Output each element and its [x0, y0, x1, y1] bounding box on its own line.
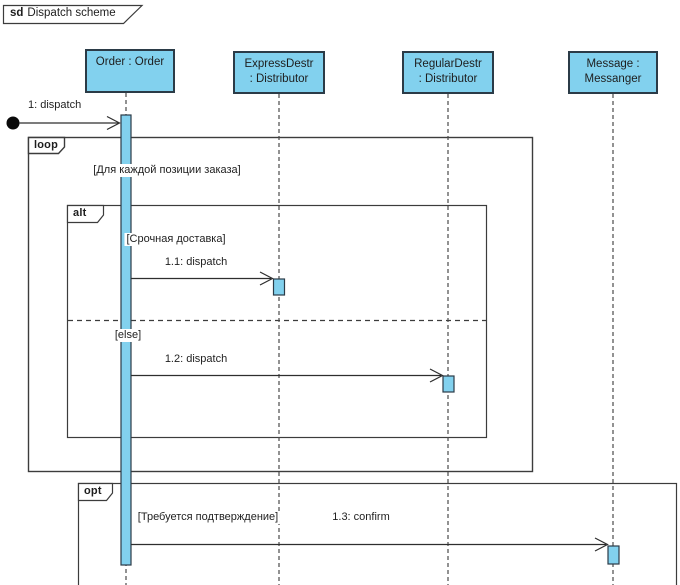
- message-1-dispatch[interactable]: [6, 115, 121, 131]
- message-1-1-dispatch[interactable]: [131, 271, 274, 286]
- loop-operator-pentagon: [27, 136, 66, 155]
- loop-operator-label: loop: [34, 139, 59, 151]
- loop-guard-label: [Для каждой позиции заказа]: [91, 164, 243, 177]
- lifeline-label: Messanger: [584, 73, 642, 85]
- activation-expressdestr[interactable]: [272, 278, 286, 296]
- lifeline-label: RegularDestr: [414, 58, 482, 70]
- lifeline-head-expressdestr[interactable]: ExpressDestr : Distributor: [233, 51, 325, 94]
- message-1-label: 1: dispatch: [28, 99, 82, 111]
- open-arrowhead-icon: [429, 368, 444, 383]
- frame-keyword: sd: [10, 7, 24, 19]
- lifeline-head-message[interactable]: Message : Messanger: [568, 51, 658, 94]
- opt-guard-label: [Требуется подтверждение]: [135, 511, 281, 524]
- alt-guard-if-label: [Срочная доставка]: [124, 233, 228, 246]
- lifeline-head-order[interactable]: Order : Order: [85, 49, 175, 93]
- alt-operator-label: alt: [73, 207, 87, 219]
- message-1-2-label: 1.2: dispatch: [164, 353, 228, 365]
- activation-regulardestr[interactable]: [442, 375, 455, 393]
- loop-fragment-frame[interactable]: [27, 136, 534, 473]
- alt-fragment-frame[interactable]: [66, 204, 488, 439]
- open-arrowhead-icon: [106, 115, 121, 131]
- found-message-endpoint: [6, 116, 20, 130]
- alt-guard-else-label: [else]: [112, 329, 144, 342]
- opt-fragment-frame[interactable]: [77, 482, 678, 585]
- lifeline-label: Message :: [586, 58, 640, 70]
- message-1-3-confirm[interactable]: [131, 537, 609, 552]
- frame-title-pentagon: [2, 4, 144, 25]
- lifeline-label: : Distributor: [418, 73, 478, 85]
- message-1-2-dispatch[interactable]: [131, 368, 444, 383]
- opt-operator-pentagon: [77, 482, 114, 502]
- lifeline-label: ExpressDestr: [244, 58, 314, 70]
- alt-operator-pentagon: [66, 204, 105, 224]
- open-arrowhead-icon: [259, 271, 274, 286]
- message-1-3-label: 1.3: confirm: [332, 511, 390, 523]
- opt-operator-label: opt: [84, 485, 102, 497]
- message-1-1-label: 1.1: dispatch: [164, 256, 228, 268]
- lifeline-head-regulardestr[interactable]: RegularDestr : Distributor: [402, 51, 494, 94]
- activation-message[interactable]: [607, 545, 620, 565]
- open-arrowhead-icon: [594, 537, 609, 552]
- frame-name: Dispatch scheme: [27, 7, 116, 19]
- lifeline-label: Order : Order: [95, 56, 165, 68]
- lifeline-label: : Distributor: [249, 73, 309, 85]
